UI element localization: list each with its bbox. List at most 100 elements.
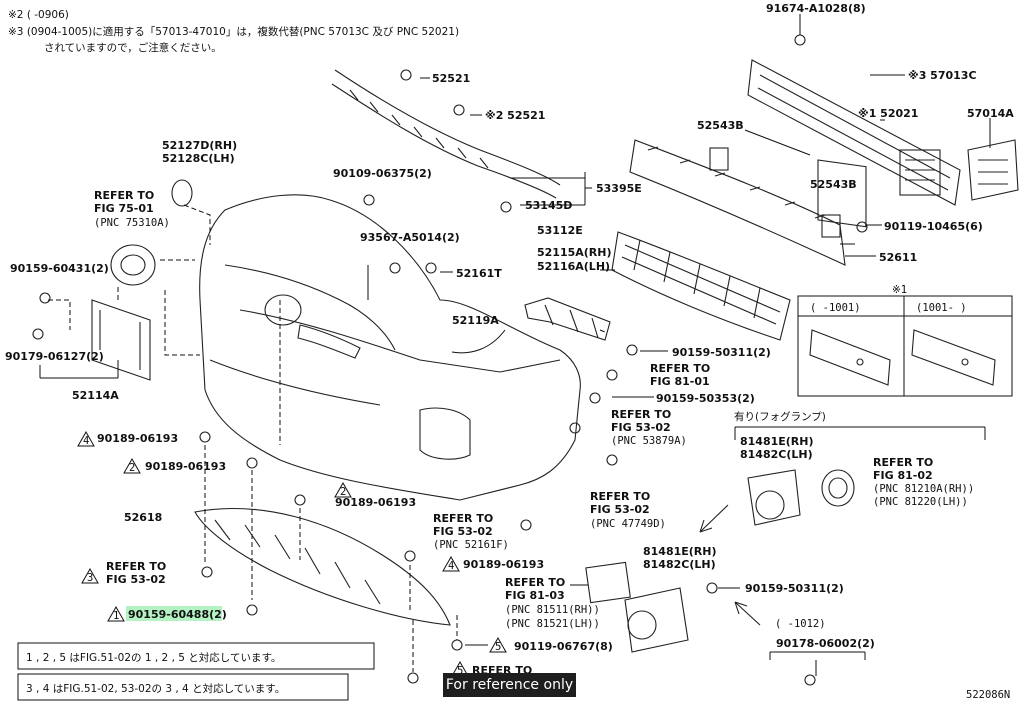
fog-lamp-lower	[585, 561, 689, 653]
label-90179[interactable]: 90179-06127(2)	[5, 350, 104, 363]
inset-mark: ※1	[892, 284, 907, 296]
leader-lines	[39, 14, 991, 676]
marker-1-a: 1	[107, 605, 125, 622]
selected-part-highlight	[126, 606, 222, 621]
header-note-2: ※3 (0904-1005)に適用する「57013-47010」は，複数代替(P…	[8, 25, 459, 38]
legend-box-1: 1 , 2 , 5 はFIG.51-02の 1 , 2 , 5 と対応しています…	[17, 642, 375, 670]
bumper-retainer-strip	[331, 69, 561, 199]
svg-text:4: 4	[448, 560, 454, 572]
refer-53-02a-line2[interactable]: FIG 53-02	[611, 421, 671, 434]
label-52611[interactable]: 52611	[879, 251, 917, 264]
label-81481e-low[interactable]: 81481E(RH)	[643, 545, 717, 558]
refer-53-02b-line3: (PNC 52161F)	[433, 539, 509, 551]
fog-group-title: 有り(フォグランプ)	[734, 410, 826, 423]
refer-81-02-line3: (PNC 81210A(RH))	[873, 483, 974, 495]
refer-81-01-line2[interactable]: FIG 81-01	[650, 375, 710, 388]
refer-53-02b-line1: REFER TO	[433, 512, 493, 525]
label-90189-c[interactable]: 90189-06193	[335, 496, 416, 509]
license-bracket	[91, 299, 151, 381]
label-90159-50353[interactable]: 90159-50353(2)	[656, 392, 755, 405]
label-90159-50311-low[interactable]: 90159-50311(2)	[745, 582, 844, 595]
label-52543b-mid[interactable]: 52543B	[810, 178, 857, 191]
label-90119-06767[interactable]: 90119-06767(8)	[514, 640, 613, 653]
label-57014a[interactable]: 57014A	[967, 107, 1014, 120]
label-81482c-low[interactable]: 81482C(LH)	[643, 558, 716, 571]
refer-53-02b-line2[interactable]: FIG 53-02	[433, 525, 493, 538]
marker-3-a: 3	[81, 567, 99, 584]
label-93567[interactable]: 93567-A5014(2)	[360, 231, 460, 244]
refer-75-line3: (PNC 75310A)	[94, 217, 170, 229]
label-91674[interactable]: 91674-A1028(8)	[766, 2, 866, 15]
label-57013c[interactable]: ※3 57013C	[908, 69, 977, 82]
refer-81-03-line2[interactable]: FIG 81-03	[505, 589, 565, 602]
label-52115a[interactable]: 52115A(RH)	[537, 246, 612, 259]
refer-81-03-line4: (PNC 81521(LH))	[505, 618, 600, 630]
arrow-up-left	[734, 601, 761, 626]
label-90159-60488[interactable]: 90159-60488(2)	[128, 608, 227, 621]
label-90109[interactable]: 90109-06375(2)	[333, 167, 432, 180]
refer-53-02a-line1: REFER TO	[611, 408, 671, 421]
refer-53-02d-line1: REFER TO	[106, 560, 166, 573]
label-52114a[interactable]: 52114A	[72, 389, 119, 402]
refer-53-02d-line2[interactable]: FIG 53-02	[106, 573, 166, 586]
label-52543b-top[interactable]: 52543B	[697, 119, 744, 132]
towing-hole-cap	[171, 179, 193, 207]
label-90189-d[interactable]: 90189-06193	[463, 558, 544, 571]
refer-81-02-line4: (PNC 81220(LH))	[873, 496, 968, 508]
refer-53-02c-line3: (PNC 47749D)	[590, 518, 666, 530]
inset-right-range: (1001- )	[916, 302, 967, 314]
label-52161t[interactable]: 52161T	[456, 267, 502, 280]
label-52618[interactable]: 52618	[124, 511, 162, 524]
label-81481e-top[interactable]: 81481E(RH)	[740, 435, 814, 448]
svg-text:2: 2	[340, 486, 346, 498]
label-52127d[interactable]: 52127D(RH)	[162, 139, 237, 152]
label-52521[interactable]: 52521	[432, 72, 470, 85]
bumper-reinforcement	[747, 59, 961, 228]
legend-text-2: 3 , 4 はFIG.51-02, 53-02の 3 , 4 と対応しています。	[26, 682, 285, 695]
svg-text:5: 5	[457, 665, 463, 677]
label-52119a[interactable]: 52119A	[452, 314, 499, 327]
label-52116a[interactable]: 52116A(LH)	[537, 260, 610, 273]
label-52021[interactable]: ※1 52021	[858, 107, 918, 120]
side-bracket-57014a	[967, 139, 1019, 201]
svg-text:2: 2	[129, 462, 135, 474]
label-81482c-top[interactable]: 81482C(LH)	[740, 448, 813, 461]
label-90159-50311-top[interactable]: 90159-50311(2)	[672, 346, 771, 359]
arrow-down-left	[699, 504, 729, 533]
inset-left-range: ( -1001)	[810, 302, 861, 314]
refer-81-02-line2[interactable]: FIG 81-02	[873, 469, 933, 482]
side-retainer	[524, 297, 611, 341]
marker-2-b: 2	[334, 481, 352, 498]
label-90119-10465[interactable]: 90119-10465(6)	[884, 220, 983, 233]
refer-81-03-line3: (PNC 81511(RH))	[505, 604, 600, 616]
header-note-1: ※2 ( -0906)	[8, 9, 69, 21]
refer-81-01-line1: REFER TO	[650, 362, 710, 375]
label-52521-alt[interactable]: ※2 52521	[485, 109, 545, 122]
refer-81-03-line1: REFER TO	[505, 576, 565, 589]
svg-text:5: 5	[495, 641, 501, 653]
label-90178[interactable]: 90178-06002(2)	[776, 637, 875, 650]
refer-53-02c-line2[interactable]: FIG 53-02	[590, 503, 650, 516]
refer-75-line1: REFER TO	[94, 189, 154, 202]
header-note-3: されていますので，ご注意ください。	[44, 41, 222, 54]
refer-81-02-line1: REFER TO	[873, 456, 933, 469]
fog-lamp-upper	[747, 469, 855, 526]
legend-box-2: 3 , 4 はFIG.51-02, 53-02の 3 , 4 と対応しています。	[17, 673, 349, 701]
svg-text:1: 1	[113, 610, 119, 622]
label-90159-60431[interactable]: 90159-60431(2)	[10, 262, 109, 275]
label-53112e[interactable]: 53112E	[537, 224, 583, 237]
fog-group-bracket	[734, 426, 986, 440]
label-53395e[interactable]: 53395E	[596, 182, 642, 195]
legend-text-1: 1 , 2 , 5 はFIG.51-02の 1 , 2 , 5 と対応しています…	[26, 651, 281, 664]
svg-text:4: 4	[83, 435, 89, 447]
fasteners	[32, 34, 868, 686]
label-90189-b[interactable]: 90189-06193	[145, 460, 226, 473]
label-53145d[interactable]: 53145D	[525, 199, 572, 212]
label-52128c[interactable]: 52128C(LH)	[162, 152, 235, 165]
energy-absorber	[629, 139, 846, 266]
lower-grille	[611, 231, 791, 341]
label-90189-a[interactable]: 90189-06193	[97, 432, 178, 445]
refer-75-line2[interactable]: FIG 75-01	[94, 202, 154, 215]
footer-diagram-code: 522086N	[966, 689, 1010, 701]
